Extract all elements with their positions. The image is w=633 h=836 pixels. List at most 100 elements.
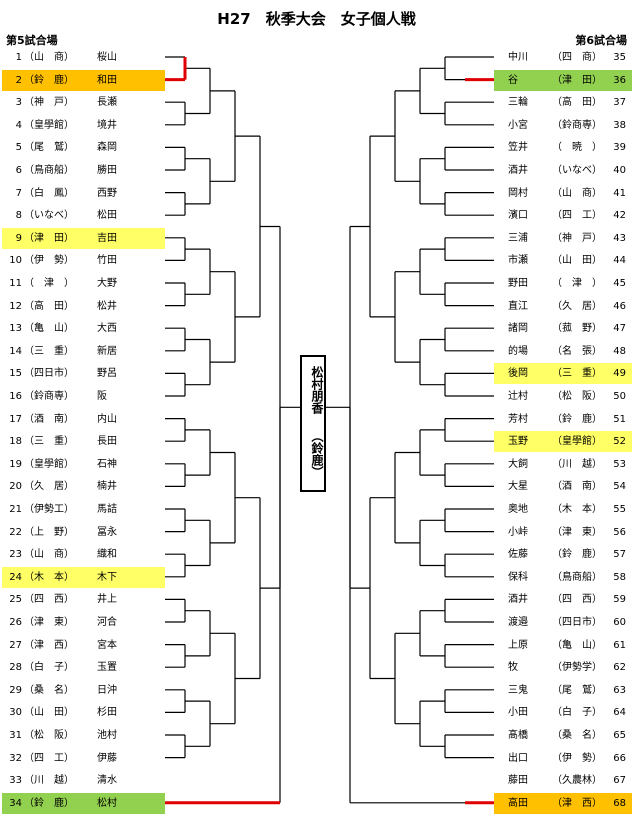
entry-number: 68 (613, 797, 626, 809)
entry-school: （山 田） (24, 707, 74, 719)
entry-name: 木下 (97, 571, 117, 583)
entry-name: 内山 (97, 413, 117, 425)
entry-row: 中川（四 商）35 (494, 47, 632, 68)
entry-number: 58 (613, 571, 626, 583)
entry-school: （皇學館） (24, 458, 74, 470)
champion-name: 松村朋香 (310, 366, 324, 414)
entry-school: （高 田） (552, 97, 602, 109)
entry-number: 66 (613, 752, 626, 764)
entry-name: 三浦 (508, 232, 528, 244)
entry-name: 新居 (97, 345, 117, 357)
entry-name: 大野 (97, 278, 117, 289)
entry-name: 出口 (508, 752, 528, 764)
entry-row: 辻村（松 阪）50 (494, 386, 632, 407)
entry-name: 野呂 (97, 368, 117, 380)
entry-number: 11 (9, 278, 22, 289)
entry-row: 8（いなべ）松田 (2, 205, 165, 226)
entry-name: 玉置 (97, 662, 117, 674)
entry-school: （伊 勢） (24, 255, 74, 267)
entry-school: （酒 南） (552, 481, 602, 493)
entry-row: 14（三 重）新居 (2, 341, 165, 362)
entry-row: 10（伊 勢）竹田 (2, 250, 165, 271)
entry-row: 直江（久 居）46 (494, 296, 632, 317)
entry-row: 小峠（津 東）56 (494, 522, 632, 543)
entry-name: 冨永 (97, 526, 117, 538)
entry-name: 松村 (97, 797, 117, 809)
entry-name: 池村 (97, 730, 117, 741)
entry-number: 34 (9, 797, 22, 809)
entry-school: （津 田） (24, 232, 74, 244)
entry-school: （ 暁 ） (552, 142, 602, 154)
entry-school: （いなべ） (24, 210, 74, 222)
entry-row: 23（山 商）織和 (2, 544, 165, 565)
entry-number: 38 (613, 119, 626, 131)
entry-name: 勝田 (97, 165, 117, 176)
entry-row: 22（上 野）冨永 (2, 522, 165, 543)
entry-school: （白 鳳） (24, 187, 74, 199)
entry-row: 3（神 戸）長瀬 (2, 92, 165, 113)
entry-number: 29 (9, 684, 22, 696)
entry-number: 45 (613, 278, 626, 289)
entry-row: 26（津 東）河合 (2, 612, 165, 633)
entry-school: （桑 名） (552, 730, 602, 741)
entry-row: 21（伊勢工）馬詰 (2, 499, 165, 520)
entry-school: （四 工） (552, 210, 602, 222)
entry-number: 46 (613, 300, 626, 312)
entry-row: 19（皇學館）石神 (2, 454, 165, 475)
entry-name: 中川 (508, 52, 528, 63)
entry-school: （山 田） (552, 255, 602, 267)
entry-name: 谷 (508, 74, 518, 86)
entry-number: 14 (9, 345, 22, 357)
entry-number: 26 (9, 617, 22, 628)
entry-row: 後岡（三 重）49 (494, 363, 632, 385)
entry-number: 12 (9, 300, 22, 312)
entry-row: 20（久 居）楠井 (2, 476, 165, 497)
entry-name: 宮本 (97, 639, 117, 651)
entry-row: 酒井（四 西）59 (494, 589, 632, 610)
entry-row: 18（三 重）長田 (2, 431, 165, 452)
entry-number: 48 (613, 345, 626, 357)
entry-number: 6 (15, 165, 22, 176)
entry-name: 濱口 (508, 210, 528, 222)
entry-row: 酒井（いなべ）40 (494, 160, 632, 181)
entry-row: 12（高 田）松井 (2, 296, 165, 317)
entry-row: 24（木 本）木下 (2, 566, 165, 588)
entry-number: 39 (613, 142, 626, 154)
entry-row: 牧（伊勢学）62 (494, 657, 632, 678)
entry-name: 諸岡 (508, 323, 528, 335)
entry-row: 27（津 西） 宮本 (2, 635, 165, 656)
entry-name: 小峠 (508, 526, 528, 538)
entry-school: （伊勢工） (24, 504, 74, 515)
entry-number: 16 (9, 391, 22, 402)
entry-number: 51 (613, 413, 626, 425)
entry-name: 松田 (97, 210, 117, 222)
entry-school: （伊 勢） (552, 752, 602, 764)
entry-number: 47 (613, 323, 626, 335)
entry-school: （酒 南） (24, 413, 74, 425)
entry-name: 竹田 (97, 255, 117, 267)
entry-number: 60 (613, 617, 626, 628)
champion-box: 松村朋香 （鈴鹿） (300, 355, 326, 492)
entry-row: 諸岡（菰 野）47 (494, 318, 632, 339)
entry-name: 石神 (97, 458, 117, 470)
entry-school: （山 商） (24, 549, 74, 561)
entry-row: 13（亀 山）大西 (2, 318, 165, 339)
entry-school: （四日市） (24, 368, 74, 380)
entry-number: 13 (9, 323, 22, 335)
entry-number: 57 (613, 549, 626, 561)
entry-school: （上 野） (24, 526, 74, 538)
entry-number: 44 (613, 255, 626, 267)
entry-row: 6（鳥商船）勝田 (2, 160, 165, 181)
entry-name: 長瀬 (97, 97, 117, 109)
entry-row: 藤田（久農林）67 (494, 770, 632, 791)
entry-number: 27 (9, 639, 22, 651)
entry-name: 杉田 (97, 707, 117, 719)
entry-school: （皇學館） (552, 436, 602, 448)
entry-row: 33（川 越）清水 (2, 770, 165, 791)
entry-row: 大星（酒 南）54 (494, 476, 632, 497)
entry-school: （津 西） (24, 639, 74, 651)
entry-name: 大西 (97, 323, 117, 335)
entry-row: 出口 （伊 勢） 66 (494, 748, 632, 769)
entry-name: 井上 (97, 594, 117, 606)
